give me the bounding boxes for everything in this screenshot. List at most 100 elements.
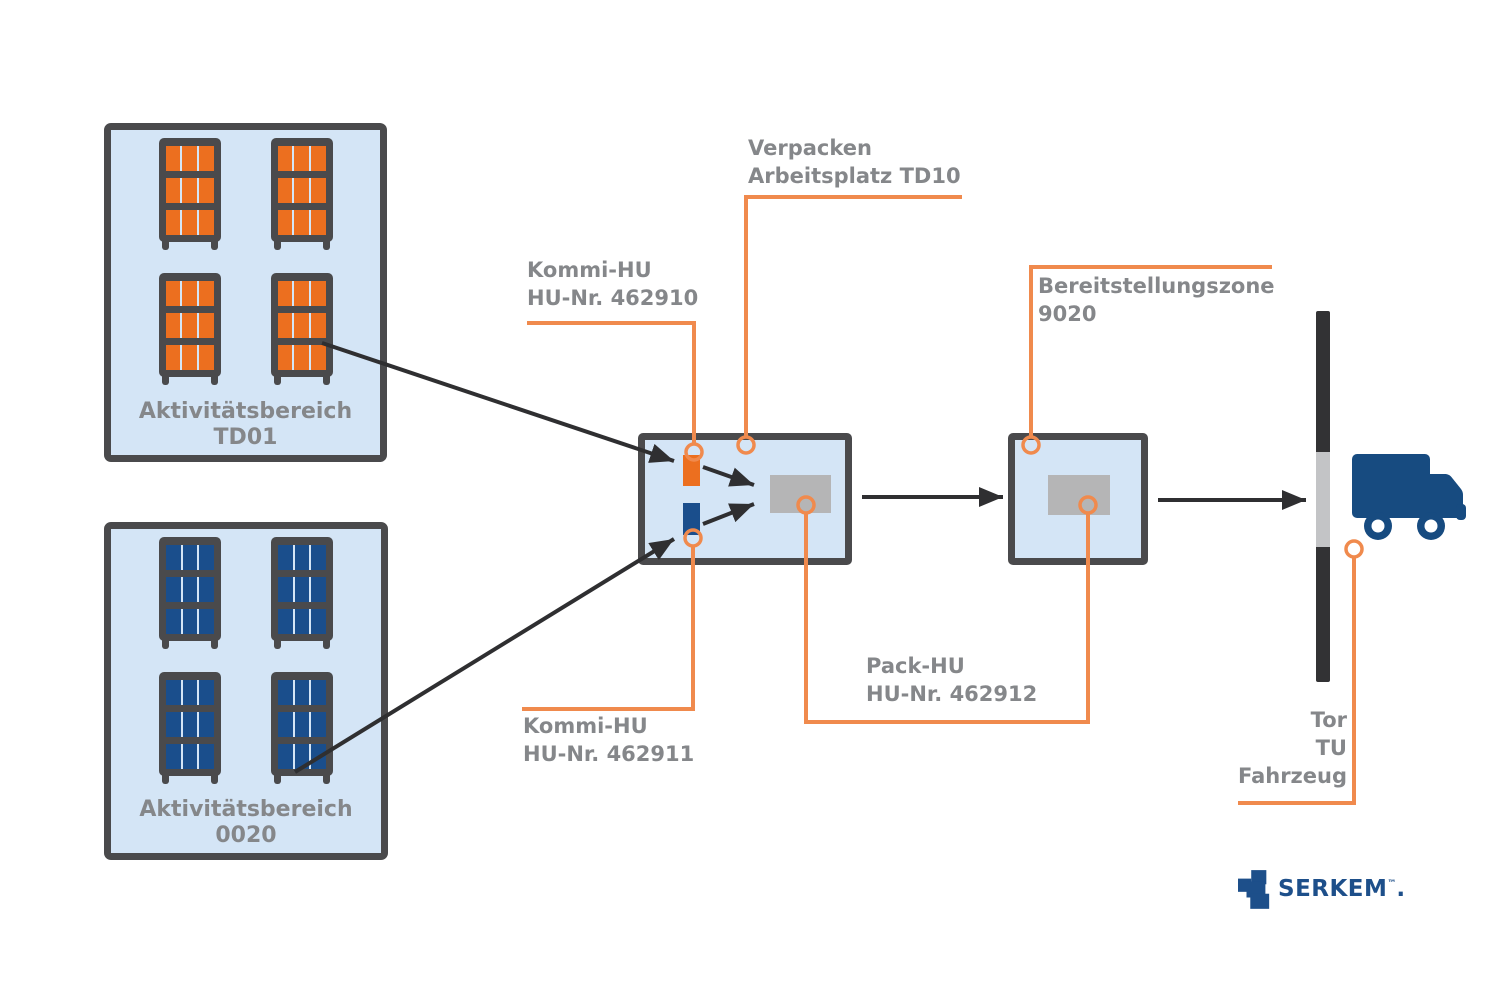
serkem-logo-text: SERKEM™. [1278, 876, 1406, 902]
storage-bin [165, 281, 181, 306]
storage-bin [311, 577, 327, 602]
kommi-hu-462911-unit [683, 503, 700, 535]
storage-bin [310, 146, 326, 171]
pack-hu-462912-unit [770, 475, 831, 513]
callout-kommi-hu-462911: Kommi-HU HU-Nr. 462911 [523, 712, 694, 768]
storage-bin [311, 545, 327, 570]
storage-bin [182, 313, 197, 338]
storage-bin [166, 545, 181, 570]
shelf-rack-icon [271, 672, 333, 784]
callout-line1: Kommi-HU [527, 258, 652, 282]
shelf-rack-icon [271, 537, 333, 649]
storage-bin [278, 577, 293, 602]
storage-bin [182, 281, 197, 306]
storage-bin [294, 712, 310, 737]
callout-line3: Fahrzeug [1237, 764, 1347, 788]
storage-bin [199, 545, 215, 570]
storage-bin [277, 345, 293, 370]
logo-period: . [1396, 876, 1406, 902]
shelf-rack-icon [270, 273, 333, 385]
activity-area-0020-label: Aktivitätsbereich 0020 [111, 797, 381, 849]
logo-wordmark: SERKEM [1278, 876, 1388, 902]
storage-bin [310, 178, 326, 203]
storage-bin [166, 577, 181, 602]
callout-verpacken-arbeitsplatz: Verpacken Arbeitsplatz TD10 [748, 134, 961, 190]
storage-bin [182, 577, 198, 602]
shelf-rack-icon [158, 273, 221, 385]
rack-grid [111, 130, 380, 385]
callout-line1: Pack-HU [866, 654, 965, 678]
storage-bin [294, 281, 309, 306]
storage-bin [198, 210, 214, 235]
storage-bin [294, 210, 309, 235]
storage-bin [198, 281, 214, 306]
storage-bin [277, 210, 293, 235]
storage-bin [294, 577, 310, 602]
storage-bin [165, 313, 181, 338]
storage-bin [166, 680, 181, 705]
callout-line1: Kommi-HU [523, 714, 648, 738]
storage-bin [294, 744, 310, 769]
callout-line2: Arbeitsplatz TD10 [748, 164, 961, 188]
area-label-line1: Aktivitätsbereich [139, 797, 353, 822]
storage-bin [165, 178, 181, 203]
shelf-rack-icon [159, 672, 221, 784]
storage-bin [199, 680, 215, 705]
storage-bin [294, 609, 310, 634]
storage-bin [294, 313, 309, 338]
serkem-logo: SERKEM™. [1238, 866, 1406, 912]
shelf-rack-icon [159, 537, 221, 649]
storage-bin [294, 146, 309, 171]
callout-line1: Bereitstellungszone [1038, 274, 1275, 298]
shelf-rack-icon [270, 138, 333, 250]
storage-bin [310, 281, 326, 306]
area-label-line2: 0020 [215, 823, 277, 848]
storage-bin [166, 712, 181, 737]
staging-zone-box [1008, 433, 1148, 565]
storage-bin [182, 146, 197, 171]
storage-bin [165, 146, 181, 171]
callout-line1: Tor [1310, 708, 1347, 732]
callout-tor-tu-fahrzeug: Tor TU Fahrzeug [1230, 706, 1347, 790]
storage-bin [199, 577, 215, 602]
storage-bin [182, 609, 198, 634]
storage-bin [294, 178, 309, 203]
storage-bin [278, 680, 293, 705]
gate-opening [1316, 452, 1330, 547]
storage-bin [311, 744, 327, 769]
shelf-rack-icon [158, 138, 221, 250]
storage-bin [182, 178, 197, 203]
callout-line2: HU-Nr. 462910 [527, 286, 699, 310]
storage-bin [199, 744, 215, 769]
truck-icon [1352, 454, 1466, 540]
storage-bin [198, 178, 214, 203]
callout-line-kommi-910 [527, 321, 696, 444]
storage-bin [165, 210, 181, 235]
storage-bin [294, 545, 310, 570]
callout-line2: HU-Nr. 462911 [523, 742, 695, 766]
gate-bar-icon [1316, 311, 1330, 682]
kommi-hu-462910-unit [683, 455, 700, 486]
storage-bin [277, 313, 293, 338]
callout-bereitstellungszone: Bereitstellungszone 9020 [1038, 272, 1275, 328]
storage-bin [310, 345, 326, 370]
serkem-logo-icon [1238, 870, 1270, 909]
storage-bin [278, 712, 293, 737]
storage-bin [182, 744, 198, 769]
storage-bin [166, 744, 181, 769]
storage-bin [311, 680, 327, 705]
activity-area-td01: Aktivitätsbereich TD01 [104, 123, 387, 462]
callout-kommi-hu-462910: Kommi-HU HU-Nr. 462910 [527, 256, 698, 312]
activity-area-td01-label: Aktivitätsbereich TD01 [111, 399, 380, 451]
callout-line-verpacken [744, 195, 962, 437]
storage-bin [294, 680, 310, 705]
storage-bin [277, 146, 293, 171]
callout-line1: Verpacken [748, 136, 872, 160]
callout-line-kommi-911 [522, 546, 695, 711]
storage-bin [198, 313, 214, 338]
rack-grid [111, 529, 381, 784]
area-label-line2: TD01 [213, 425, 278, 450]
storage-bin [182, 712, 198, 737]
storage-bin [182, 210, 197, 235]
